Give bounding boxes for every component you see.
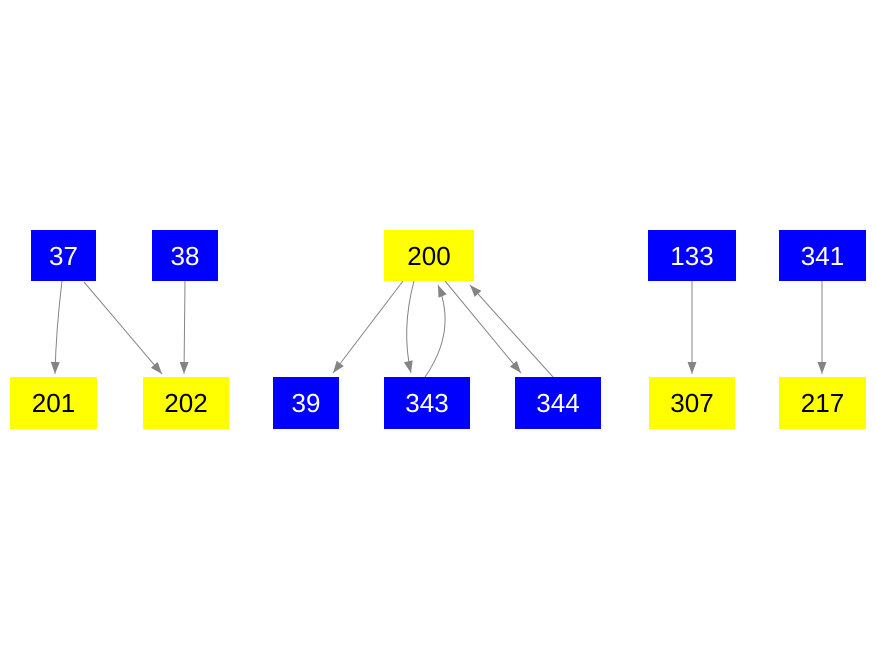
graph-node-343: 343	[384, 377, 470, 429]
graph-node-label: 344	[536, 388, 580, 418]
graph-node-label: 341	[800, 240, 845, 271]
edge-344-200	[469, 284, 554, 378]
edge-343-200	[424, 284, 447, 378]
graph-node-label: 133	[670, 240, 714, 271]
graph-node-label: 201	[31, 388, 76, 418]
graph-node-label: 200	[407, 240, 451, 271]
graph-node-label: 343	[405, 388, 449, 418]
graph-node-37: 37	[31, 230, 96, 281]
graph-node-344: 344	[515, 377, 601, 429]
edge-37-201	[50, 280, 63, 375]
graph-node-341: 341	[779, 230, 866, 281]
edge-200-39	[332, 280, 404, 374]
graph-node-202: 202	[143, 377, 229, 429]
edge-200-344	[444, 280, 522, 374]
graph-node-307: 307	[649, 377, 735, 429]
edge-38-202	[179, 280, 189, 375]
graph-node-133: 133	[648, 230, 736, 281]
graph-node-label: 39	[291, 388, 321, 418]
graph-node-200: 200	[384, 230, 474, 281]
graph-node-39: 39	[273, 377, 339, 429]
graph-node-38: 38	[152, 230, 218, 281]
graph-node-217: 217	[779, 377, 866, 429]
edge-200-343	[403, 280, 415, 374]
edge-37-202	[83, 281, 163, 375]
graph-node-label: 202	[164, 388, 208, 418]
graph-node-label: 217	[800, 388, 845, 418]
graph-node-label: 38	[170, 240, 200, 271]
graph-node-label: 37	[49, 240, 78, 271]
graph-node-label: 307	[670, 388, 714, 418]
graph-node-201: 201	[10, 377, 97, 429]
